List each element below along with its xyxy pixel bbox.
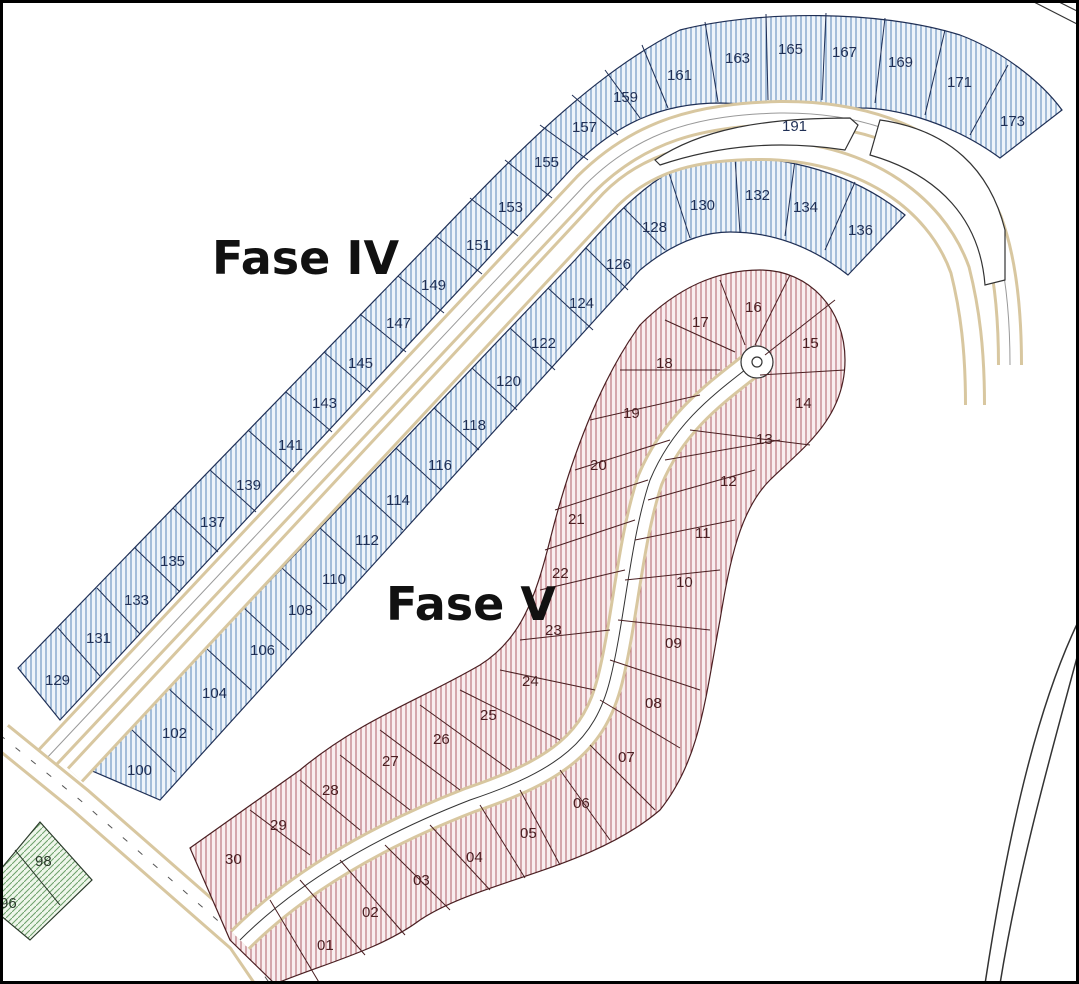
phase-v-lot-04[interactable]: 04 <box>466 849 483 866</box>
phase-iv-lot-129[interactable]: 129 <box>45 672 70 689</box>
phase-iv-lot-108[interactable]: 108 <box>288 602 313 619</box>
phase-iv-lot-139[interactable]: 139 <box>236 477 261 494</box>
phase-iv-lot-137[interactable]: 137 <box>200 514 225 531</box>
phase-v-lot-28[interactable]: 28 <box>322 782 339 799</box>
phase-v-lot-03[interactable]: 03 <box>413 872 430 889</box>
phase-iv-lot-106[interactable]: 106 <box>250 642 275 659</box>
other-phase-area <box>0 821 93 941</box>
phase-iv-lot-143[interactable]: 143 <box>312 395 337 412</box>
phase-iv-lot-173[interactable]: 173 <box>1000 113 1025 130</box>
phase-iv-lot-131[interactable]: 131 <box>86 630 111 647</box>
phase-v-lot-18[interactable]: 18 <box>656 355 673 372</box>
phase-iv-inner-strip <box>88 156 906 801</box>
phase-iv-lot-112[interactable]: 112 <box>355 532 379 549</box>
phase-iv-lot-133[interactable]: 133 <box>124 592 149 609</box>
phase-iv-lot-141[interactable]: 141 <box>278 437 303 454</box>
phase-iv-title: Fase IV <box>212 231 399 285</box>
phase-iv-lot-159[interactable]: 159 <box>613 89 638 106</box>
phase-v-lot-26[interactable]: 26 <box>433 731 450 748</box>
phase-v-lot-lines <box>249 274 846 984</box>
phase-iv-lot-130[interactable]: 130 <box>690 197 715 214</box>
other-lot-labels: 98 96 <box>0 853 52 912</box>
phase-iv-lot-134[interactable]: 134 <box>793 199 818 216</box>
phase-v-lot-06[interactable]: 06 <box>573 795 590 812</box>
phase-v-lot-09[interactable]: 09 <box>665 635 682 652</box>
phase-iv-lot-100[interactable]: 100 <box>127 762 152 779</box>
phase-iv-lot-167[interactable]: 167 <box>832 44 857 61</box>
phase-v-lot-11[interactable]: 11 <box>695 525 711 542</box>
phase-v-lot-labels: 01 02 03 04 05 06 07 08 09 10 11 12 13 14 15 16 17 18 19 20… <box>225 299 819 954</box>
cul-de-sac <box>740 345 774 379</box>
phase-v-lot-29[interactable]: 29 <box>270 817 287 834</box>
phase-iv-lot-128[interactable]: 128 <box>642 219 667 236</box>
phase-iv-lot-136[interactable]: 136 <box>848 222 873 239</box>
phase-iv-lot-169[interactable]: 169 <box>888 54 913 71</box>
road-island-east <box>869 119 1006 286</box>
phase-v-block <box>189 269 846 984</box>
phase-iv-lot-104[interactable]: 104 <box>202 685 227 702</box>
phase-iv-lot-153[interactable]: 153 <box>498 199 523 216</box>
phase-v-lot-25[interactable]: 25 <box>480 707 497 724</box>
east-road <box>984 619 1079 984</box>
phase-iv-lot-135[interactable]: 135 <box>160 553 185 570</box>
phase-iv-lot-155[interactable]: 155 <box>534 154 559 171</box>
phase-v-title: Fase V <box>386 577 556 631</box>
phase-v-lot-05[interactable]: 05 <box>520 825 537 842</box>
other-lot-96[interactable]: 96 <box>0 895 17 912</box>
phase-v-lot-22[interactable]: 22 <box>552 565 569 582</box>
phase-iv-lot-165[interactable]: 165 <box>778 41 803 58</box>
phase-iv-lot-147[interactable]: 147 <box>386 315 411 332</box>
phase-v-lot-24[interactable]: 24 <box>522 673 539 690</box>
phase-iv-lot-157[interactable]: 157 <box>572 119 597 136</box>
phase-iv-lot-145[interactable]: 145 <box>348 355 373 372</box>
phase-v-lot-16[interactable]: 16 <box>745 299 762 316</box>
phase-iv-lot-102[interactable]: 102 <box>162 725 187 742</box>
phase-iv-lot-126[interactable]: 126 <box>606 256 631 273</box>
phase-v-lot-13[interactable]: 13 <box>756 431 773 448</box>
phase-iv-lot-lines <box>57 12 1009 773</box>
phase-v-lot-10[interactable]: 10 <box>676 574 693 591</box>
phase-iv-lot-116[interactable]: 116 <box>428 457 452 474</box>
phase-v-lot-14[interactable]: 14 <box>795 395 812 412</box>
phase-iv-lot-191[interactable]: 191 <box>782 118 807 135</box>
other-lot-98[interactable]: 98 <box>35 853 52 870</box>
phase-v-lot-30[interactable]: 30 <box>225 851 242 868</box>
phase-iv-block <box>17 12 1063 801</box>
phase-v-lot-02[interactable]: 02 <box>362 904 379 921</box>
phase-v-lot-20[interactable]: 20 <box>590 457 607 474</box>
phase-iv-lot-labels: 1001021041061081101121141161181201221241… <box>45 41 1025 779</box>
phase-v-lot-07[interactable]: 07 <box>618 749 635 766</box>
phase-v-lot-15[interactable]: 15 <box>802 335 819 352</box>
phase-iv-lot-149[interactable]: 149 <box>421 277 446 294</box>
phase-iv-lot-118[interactable]: 118 <box>462 417 486 434</box>
phase-iv-lot-151[interactable]: 151 <box>466 237 491 254</box>
phase-v-lot-21[interactable]: 21 <box>568 511 585 528</box>
other-phase-block <box>0 821 93 941</box>
phase-iv-lot-110[interactable]: 110 <box>322 571 346 588</box>
phase-v-lot-19[interactable]: 19 <box>623 405 640 422</box>
phase-iv-lot-114[interactable]: 114 <box>386 492 410 509</box>
phase-v-lot-27[interactable]: 27 <box>382 753 399 770</box>
phase-iv-lot-132[interactable]: 132 <box>745 187 770 204</box>
phase-iv-lot-163[interactable]: 163 <box>725 50 750 67</box>
phase-iv-lot-122[interactable]: 122 <box>531 335 556 352</box>
phase-iv-outer-strip <box>17 14 1063 721</box>
phase-iv-lot-161[interactable]: 161 <box>667 67 692 84</box>
phase-v-lot-08[interactable]: 08 <box>645 695 662 712</box>
phase-v-lot-12[interactable]: 12 <box>720 473 737 490</box>
phase-v-lot-01[interactable]: 01 <box>317 937 334 954</box>
road-island-191 <box>654 117 859 166</box>
phase-iv-lot-124[interactable]: 124 <box>569 295 594 312</box>
phase-iv-lot-171[interactable]: 171 <box>947 74 972 91</box>
phase-v-lot-23[interactable]: 23 <box>545 622 562 639</box>
phase-v-lot-17[interactable]: 17 <box>692 314 709 331</box>
phase-iv-lot-120[interactable]: 120 <box>496 373 521 390</box>
